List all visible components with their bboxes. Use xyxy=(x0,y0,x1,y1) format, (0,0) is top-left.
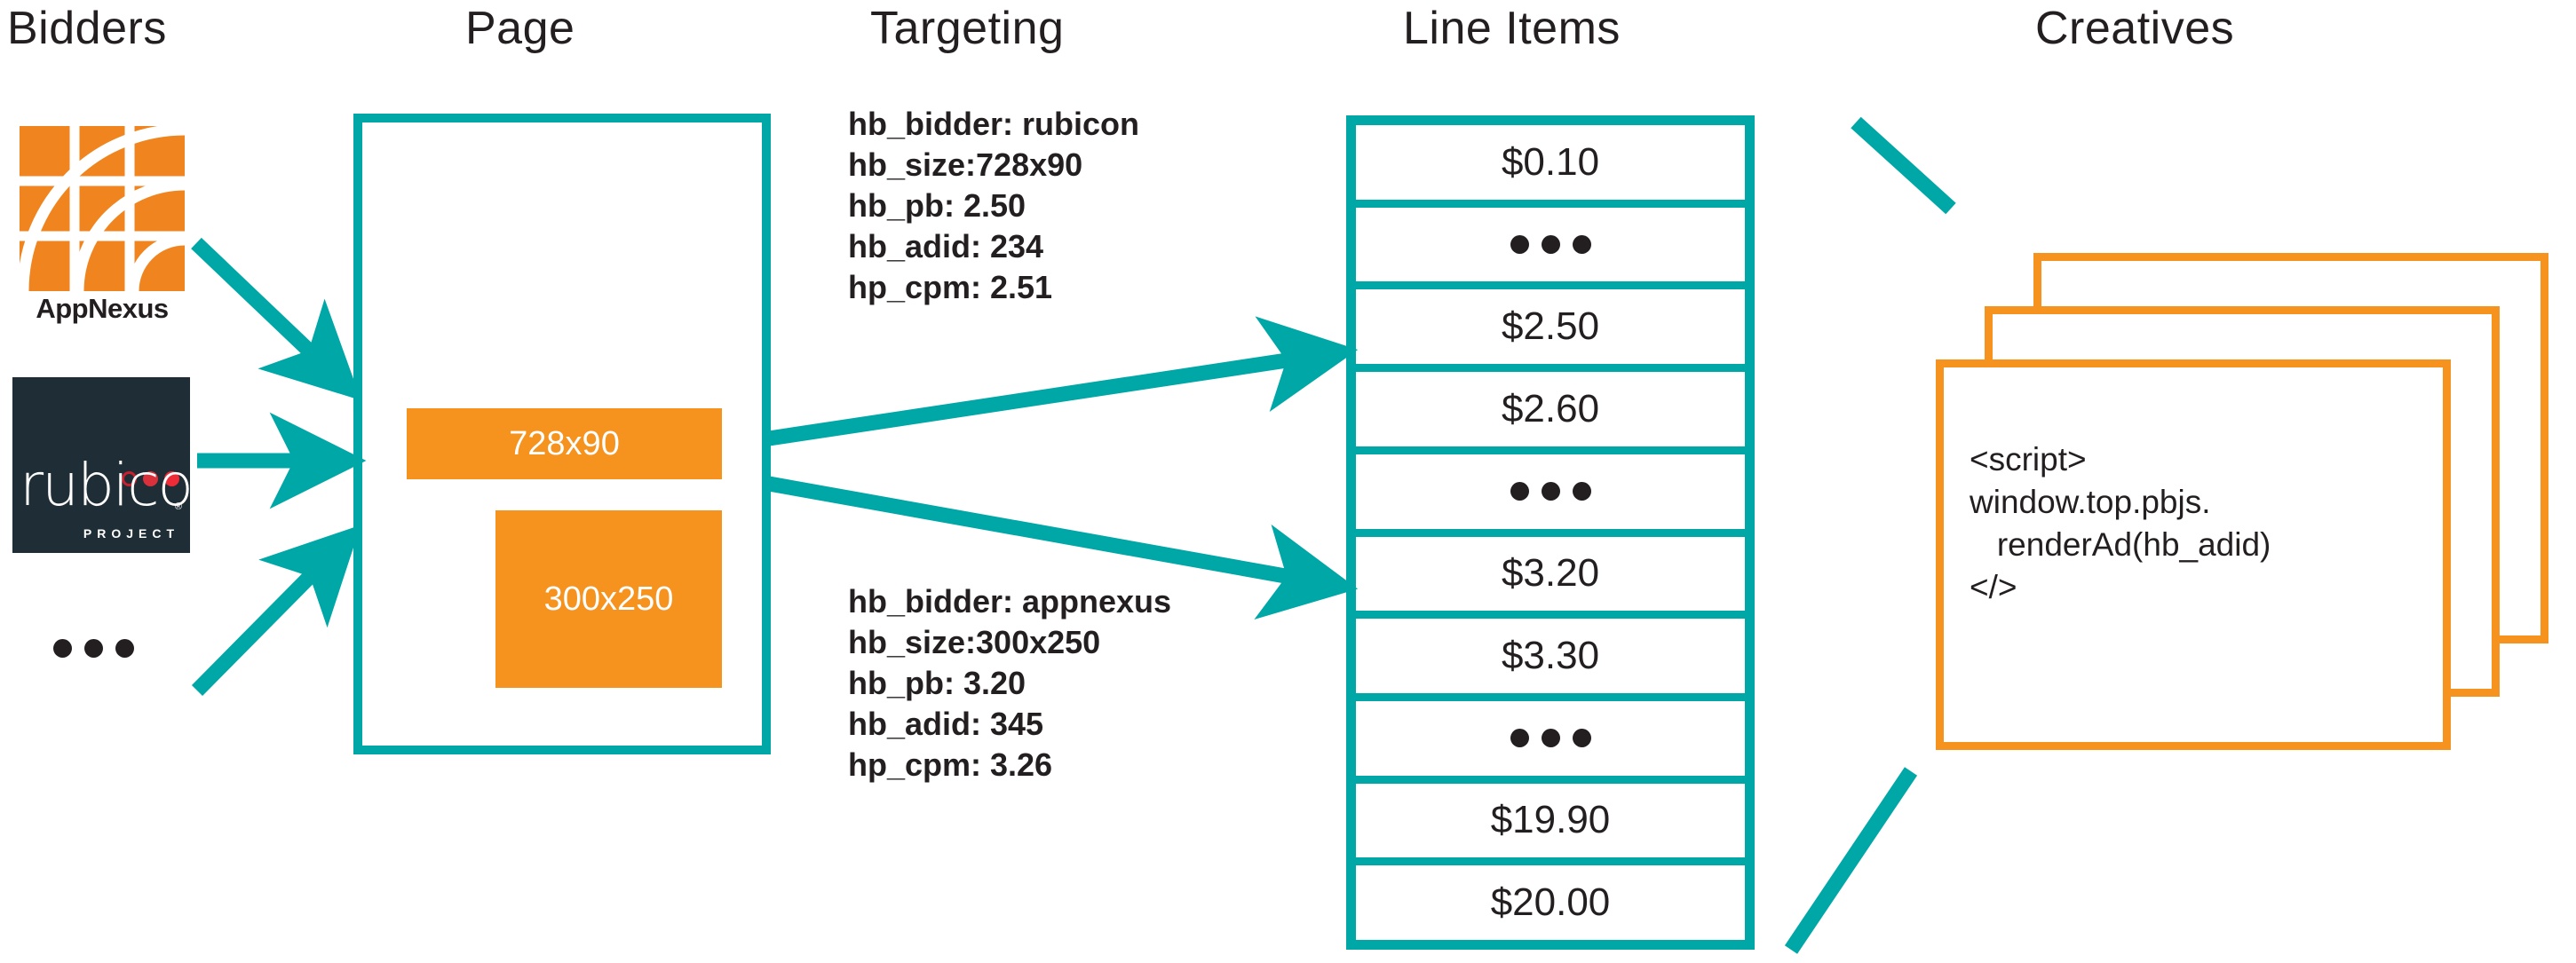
arrow-appnexus-to-page xyxy=(191,237,361,401)
line-item-value: $19.90 xyxy=(1490,798,1611,842)
column-heading-page: Page xyxy=(465,3,575,54)
column-heading-line-items: Line Items xyxy=(1403,3,1621,54)
line-item-row[interactable] xyxy=(1356,454,1745,537)
targeting-line: hb_size:728x90 xyxy=(848,146,1083,184)
line-item-value: $3.20 xyxy=(1501,551,1600,596)
line-items-table: $0.10 $2.50 $2.60 $3.20 $3.30 $19.90 $20… xyxy=(1346,115,1755,950)
line-item-row[interactable]: $3.20 xyxy=(1356,536,1745,620)
line-bottom-line-items-to-creatives xyxy=(1784,767,1918,954)
line-item-row[interactable] xyxy=(1356,700,1745,784)
targeting-line: hb_pb: 2.50 xyxy=(848,187,1026,225)
column-heading-targeting: Targeting xyxy=(870,3,1065,54)
targeting-line: hp_cpm: 2.51 xyxy=(848,269,1053,306)
line-items-ellipsis-icon xyxy=(1510,235,1591,255)
arrow-more-bidders-to-page xyxy=(191,525,361,696)
arrow-page-to-line-item-320 xyxy=(767,476,1359,620)
targeting-block-rubicon: hb_bidder: rubicon hb_size:728x90 hb_pb:… xyxy=(848,104,1139,308)
appnexus-wordmark: AppNexus xyxy=(36,293,169,324)
creative-code-snippet: <script> window.top.pbjs. renderAd(hb_ad… xyxy=(1970,441,2271,606)
appnexus-logo-icon xyxy=(20,126,185,291)
line-item-row[interactable]: $2.50 xyxy=(1356,289,1745,373)
targeting-line: hb_adid: 234 xyxy=(848,228,1044,265)
targeting-block-appnexus: hb_bidder: appnexus hb_size:300x250 hb_p… xyxy=(848,581,1171,785)
bidders-more-ellipsis-icon xyxy=(36,639,151,658)
line-item-row[interactable]: $0.10 xyxy=(1356,125,1745,208)
creative-card-front[interactable] xyxy=(1936,359,2451,750)
targeting-line: hb_bidder: rubicon xyxy=(848,106,1139,142)
targeting-line: hb_pb: 3.20 xyxy=(848,665,1026,702)
targeting-line: hb_bidder: appnexus xyxy=(848,583,1172,620)
column-heading-creatives: Creatives xyxy=(2035,3,2235,54)
line-item-row[interactable] xyxy=(1356,207,1745,290)
line-item-row[interactable]: $20.00 xyxy=(1356,865,1745,941)
targeting-line: hp_cpm: 3.26 xyxy=(848,746,1053,784)
line-item-value: $2.60 xyxy=(1501,386,1600,430)
ad-slot-728x90[interactable]: 728x90 xyxy=(407,408,722,479)
arrow-page-to-line-item-250 xyxy=(767,316,1359,446)
rubicon-subtitle: PROJECT xyxy=(83,526,179,541)
line-item-value: $3.30 xyxy=(1501,634,1600,678)
line-item-row[interactable]: $19.90 xyxy=(1356,783,1745,866)
rubicon-wordmark: rubicon xyxy=(20,451,190,519)
targeting-line: hb_size:300x250 xyxy=(848,624,1101,661)
targeting-line: hb_adid: 345 xyxy=(848,706,1044,743)
line-item-row[interactable]: $3.30 xyxy=(1356,619,1745,701)
line-item-value: $20.00 xyxy=(1490,880,1611,925)
registered-mark-icon: ® xyxy=(174,501,182,512)
line-items-ellipsis-icon xyxy=(1510,482,1591,501)
line-item-row[interactable]: $2.60 xyxy=(1356,372,1745,454)
line-items-ellipsis-icon xyxy=(1510,729,1591,748)
ad-slot-300x250[interactable]: 300x250 xyxy=(495,510,722,688)
rubicon-dots-icon xyxy=(122,471,179,486)
page-top-region xyxy=(353,114,771,399)
rubicon-project-logo-icon: rubicon ® PROJECT xyxy=(12,377,190,553)
line-top-line-items-to-creatives xyxy=(1851,116,1956,215)
line-item-value: $2.50 xyxy=(1501,304,1600,349)
column-heading-bidders: Bidders xyxy=(7,3,167,54)
line-item-value: $0.10 xyxy=(1501,139,1600,184)
